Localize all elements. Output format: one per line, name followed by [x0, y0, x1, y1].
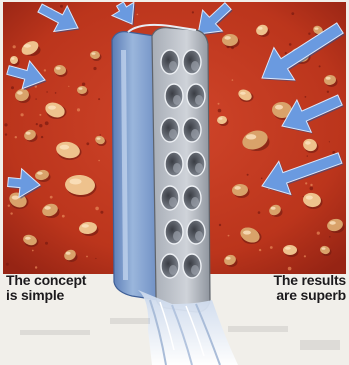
perforated-drain-pipe	[112, 25, 210, 312]
caption-results-line-1: The results	[250, 273, 346, 288]
caption-concept-line-1: The concept	[6, 273, 116, 288]
caption-results-line-2: are superb	[250, 288, 346, 303]
pipe-perforation	[183, 50, 201, 74]
pipe-perforation	[161, 118, 179, 142]
pipe-perforation	[187, 220, 205, 244]
pipe-perforation	[187, 84, 205, 108]
pipe-perforation	[161, 186, 179, 210]
pipe-perforation	[165, 152, 183, 176]
pipe-perforation	[183, 118, 201, 142]
pipe-perforation	[161, 254, 179, 278]
pipe-perforation	[165, 220, 183, 244]
caption-concept-line-2: is simple	[6, 288, 116, 303]
pipe-perforation	[165, 84, 183, 108]
caption-results: The results are superb	[250, 273, 346, 303]
caption-concept: The concept is simple	[6, 273, 116, 303]
pipe-perforation	[161, 50, 179, 74]
pipe-perforation	[183, 254, 201, 278]
pipe-perforation	[183, 186, 201, 210]
pipe-perforation	[187, 152, 205, 176]
